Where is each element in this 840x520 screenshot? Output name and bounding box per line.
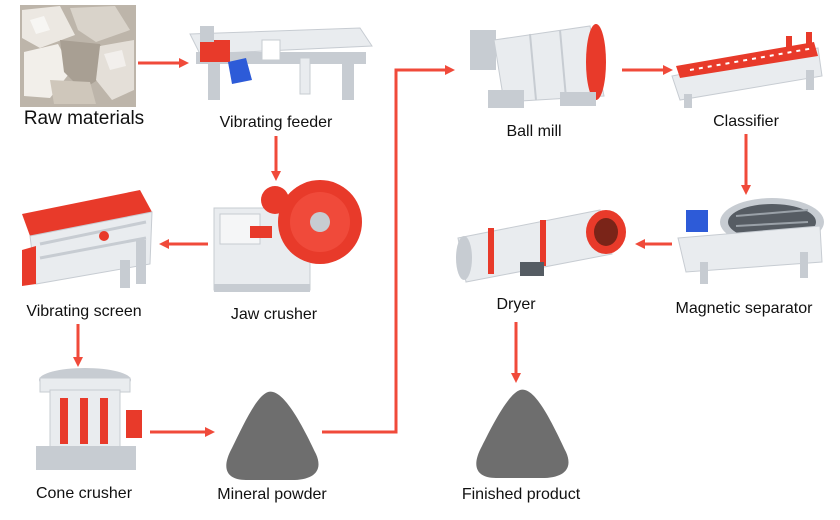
cone-crusher-machine-icon [36,368,142,470]
label-vibrating-feeder: Vibrating feeder [219,114,333,131]
rotary-dryer-machine-icon [456,209,626,283]
vibrating-feeder-machine-icon [189,26,373,100]
mineral-powder-pile-icon [226,391,319,480]
label-dryer: Dryer [496,296,536,313]
label-cone-crusher: Cone crusher [35,485,133,502]
label-ball-mill: Ball mill [506,123,562,140]
arrow-powder-to-mill [322,65,455,434]
spiral-classifier-machine-icon [671,32,823,108]
ball-mill-machine-icon [470,24,606,108]
vibrating-screen-machine-icon [22,190,153,288]
rock-pile-photo-icon [20,5,136,107]
label-magnetic-separator: Magnetic separator [675,300,813,317]
label-mineral-powder: Mineral powder [217,486,327,503]
label-finished-product: Finished product [461,486,581,503]
magnetic-separator-machine-icon [677,198,824,284]
flow-arrows [73,58,751,437]
label-classifier: Classifier [713,113,779,130]
label-vibrating-screen: Vibrating screen [26,303,142,320]
label-jaw-crusher: Jaw crusher [230,306,318,323]
label-raw-materials: Raw materials [23,108,145,129]
finished-product-pile-icon [476,389,569,478]
jaw-crusher-machine-icon [213,180,362,292]
